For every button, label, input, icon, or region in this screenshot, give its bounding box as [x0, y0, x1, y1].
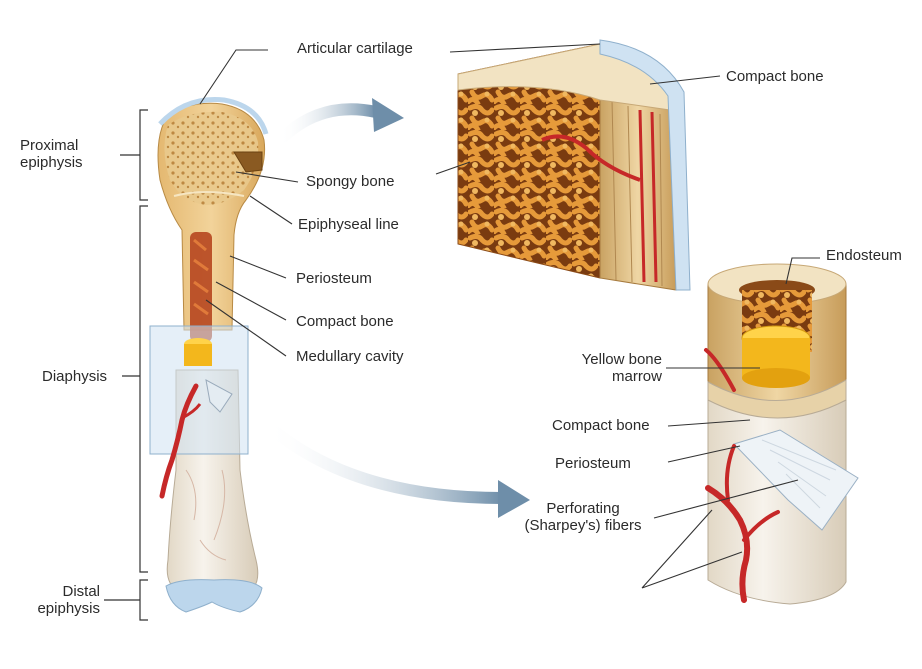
marrow-cylinder-bottom — [742, 368, 810, 388]
leader-compact-right — [667, 419, 751, 427]
label-perforating-line2: (Sharpey's) fibers — [524, 517, 642, 534]
label-compact-bone-left: Compact bone — [296, 313, 394, 330]
block-vessel-branch — [541, 134, 641, 182]
label-epiphyseal-line: Epiphyseal line — [298, 216, 399, 233]
label-distal-line2: epiphysis — [37, 600, 100, 617]
marrow-block — [184, 344, 212, 366]
label-periosteum-left: Periosteum — [296, 270, 372, 287]
label-proximal-line1: Proximal — [20, 137, 79, 154]
label-compact-bone-right: Compact bone — [552, 417, 650, 434]
brackets — [104, 109, 148, 621]
bracket-diaphysis — [122, 205, 148, 573]
leader-medullary — [205, 299, 287, 357]
block-vessel — [638, 109, 658, 283]
label-perforating-line1: Perforating — [546, 500, 620, 517]
label-distal-epiphysis: Distal epiphysis — [24, 583, 100, 617]
leader-compact-left — [215, 281, 287, 321]
block-cartilage-edge — [599, 39, 691, 291]
spongy-bone-block — [457, 39, 691, 291]
sharpey-fibers — [761, 439, 837, 509]
window-periosteum-flap — [205, 379, 233, 413]
label-yellow-bone-marrow: Yellow bone marrow — [560, 351, 662, 385]
bracket-distal — [104, 579, 148, 621]
articular-cartilage-cap — [158, 97, 269, 135]
osteon-lines — [611, 99, 663, 287]
arrow-to-spongy-view-head — [372, 98, 404, 132]
label-proximal-line2: epiphysis — [20, 154, 83, 171]
arrow-to-spongy-view — [275, 103, 378, 145]
leader-lines — [199, 43, 820, 589]
arrow-to-shaft-view — [262, 419, 503, 504]
leader-periosteum-right — [667, 445, 741, 463]
leader-periosteum-left — [229, 255, 287, 279]
leader-epiphyseal — [249, 195, 293, 225]
cut-surface — [707, 379, 847, 419]
shaft-artery-branch — [704, 348, 780, 542]
label-articular-cartilage: Articular cartilage — [297, 40, 413, 57]
artery-branch — [181, 403, 202, 420]
epiphyseal-line-mark — [173, 191, 245, 197]
long-bone — [149, 97, 269, 613]
label-proximal-epiphysis: Proximal epiphysis — [20, 137, 83, 171]
label-perforating-fibers: Perforating (Sharpey's) fibers — [508, 500, 658, 534]
leader-compact-top — [649, 75, 721, 85]
arrow-to-shaft-view-head — [498, 480, 530, 518]
leader-articular-cartilage — [199, 49, 268, 105]
distal-epiphysis-cartilage — [165, 579, 263, 613]
label-medullary-cavity: Medullary cavity — [296, 348, 404, 365]
medullary-texture — [193, 238, 209, 316]
leader-perforating — [653, 479, 799, 519]
leader-articular-top — [449, 43, 601, 53]
shaft-section — [704, 263, 859, 605]
leader-endosteum — [785, 257, 820, 285]
label-yellow-line1: Yellow bone — [581, 351, 662, 368]
label-periosteum-right: Periosteum — [555, 455, 631, 472]
label-spongy-bone: Spongy bone — [306, 173, 395, 190]
shaft-vessels — [185, 469, 227, 561]
block-top-face — [457, 43, 671, 111]
spongy-bone-head — [164, 111, 259, 205]
nutrient-artery — [159, 383, 199, 499]
bracket-proximal — [120, 109, 148, 201]
head-notch — [233, 151, 263, 173]
label-distal-line1: Distal — [62, 583, 100, 600]
label-diaphysis: Diaphysis — [42, 368, 108, 385]
leader-arteries — [641, 509, 743, 589]
leader-spongy — [235, 171, 299, 183]
label-endosteum: Endosteum — [826, 247, 902, 264]
label-yellow-line2: marrow — [611, 368, 662, 385]
label-compact-bone-top: Compact bone — [726, 68, 824, 85]
leader-spongy-block — [435, 161, 471, 175]
